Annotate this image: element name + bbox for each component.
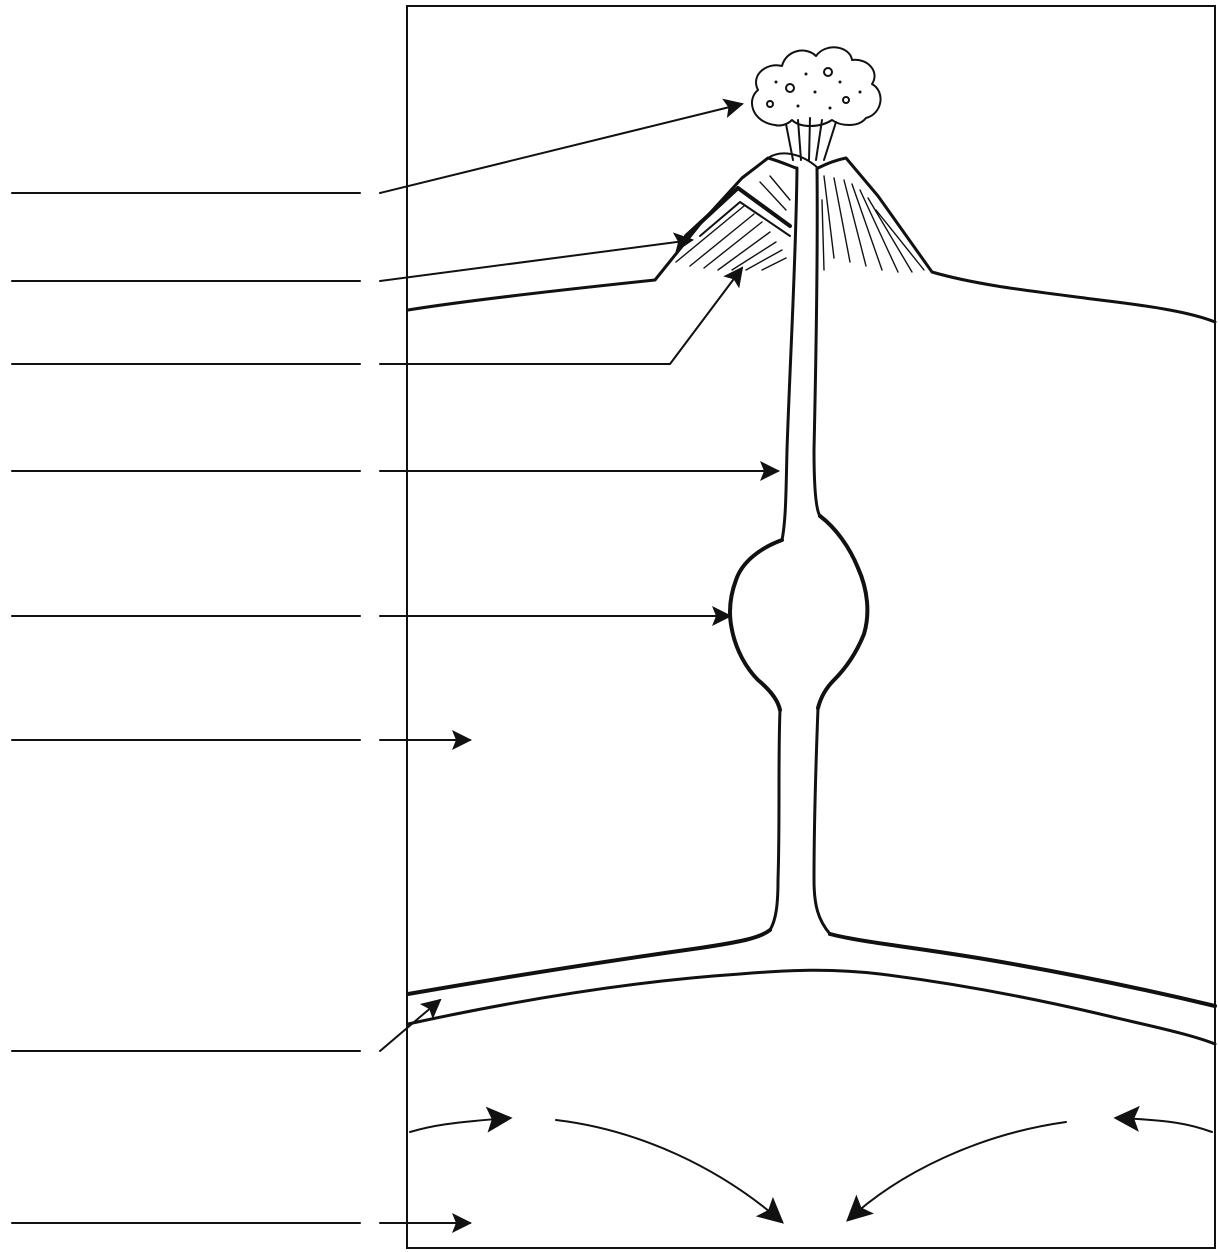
magma-chamber <box>730 516 867 710</box>
arrow-to-ash-cloud <box>380 104 742 193</box>
side-vent <box>686 188 790 236</box>
pointer-arrows <box>380 104 778 1223</box>
lithosphere-boundary <box>408 930 1215 1044</box>
arrow-to-lava-layers <box>380 268 742 364</box>
mantle-convection-arrows <box>410 1118 1212 1222</box>
arrow-to-side-vent <box>380 240 692 281</box>
diagram-frame <box>407 6 1215 1248</box>
lower-conduit <box>770 708 830 934</box>
ash-cloud <box>752 47 881 160</box>
arrow-to-lithosphere <box>380 1000 440 1051</box>
label-blank-lines <box>12 193 360 1223</box>
volcano-cone <box>408 153 1215 322</box>
